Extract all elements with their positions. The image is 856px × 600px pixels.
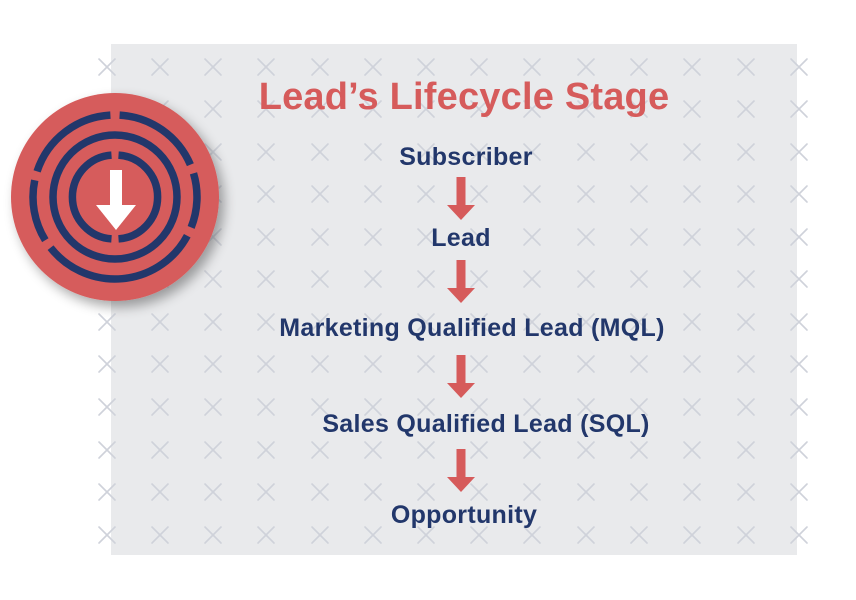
arrow-down-icon: [447, 355, 475, 398]
stage-lead: Lead: [431, 224, 491, 252]
arrow-down-icon: [447, 177, 475, 220]
arrow-down-icon: [447, 449, 475, 492]
diagram-title: Lead’s Lifecycle Stage: [258, 76, 670, 118]
background-panel: [111, 44, 797, 555]
download-target-icon: [11, 93, 219, 301]
arrow-down-icon: [447, 260, 475, 303]
stage-opportunity: Opportunity: [390, 501, 538, 529]
stage-sql: Sales Qualified Lead (SQL): [322, 410, 650, 438]
stage-mql: Marketing Qualified Lead (MQL): [279, 314, 665, 342]
stage-subscriber: Subscriber: [399, 143, 533, 171]
